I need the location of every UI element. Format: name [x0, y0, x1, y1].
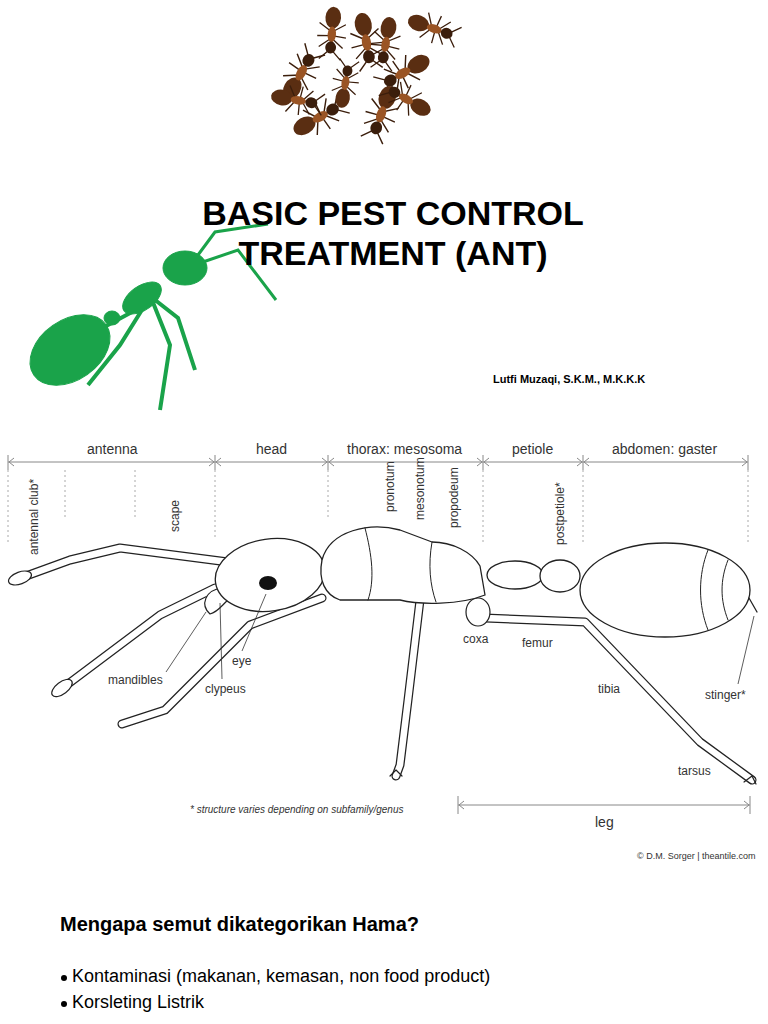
- part-label: postpetiole*: [553, 482, 567, 545]
- part-label: clypeus: [205, 682, 246, 696]
- part-label: femur: [522, 636, 553, 650]
- part-label: leg: [595, 814, 614, 831]
- section-label: thorax: mesosoma: [347, 441, 462, 458]
- credit-text: © D.M. Sorger | theantile.com: [637, 851, 756, 862]
- bullet-dot: [61, 975, 67, 981]
- section-label: abdomen: gaster: [612, 441, 717, 458]
- section-label: antenna: [87, 441, 138, 458]
- bullet-text: Kontaminasi (makanan, kemasan, non food …: [72, 966, 490, 988]
- slide-heading: Mengapa semut dikategorikan Hama?: [60, 912, 419, 936]
- part-label: stinger*: [705, 688, 746, 702]
- part-label: tibia: [598, 682, 620, 696]
- green-ant: [17, 224, 276, 410]
- part-label: coxa: [463, 632, 488, 646]
- section-label: petiole: [512, 441, 553, 458]
- part-label: scape: [168, 500, 182, 532]
- ant-photo: [269, 6, 463, 146]
- bullet-dot: [61, 1001, 67, 1007]
- author-name: Lutfi Muzaqi, S.K.M., M.K.K.K: [493, 373, 645, 386]
- part-label: propodeum: [447, 467, 461, 528]
- part-label: tarsus: [678, 764, 711, 778]
- part-label: antennal club*: [27, 479, 41, 555]
- leader-lines: [166, 594, 754, 684]
- ant-anatomy-drawing: [7, 527, 757, 784]
- leg-bracket: [458, 796, 750, 814]
- part-label: mandibles: [108, 673, 163, 687]
- section-label: head: [256, 441, 287, 458]
- footnote: * structure varies depending on subfamil…: [190, 804, 403, 816]
- slide-title: BASIC PEST CONTROL TREATMENT (ANT): [123, 193, 663, 273]
- part-label: mesonotum: [413, 457, 427, 520]
- part-label: eye: [232, 654, 251, 668]
- bullet-text: Korsleting Listrik: [72, 992, 204, 1014]
- part-label: pronotum: [383, 461, 397, 512]
